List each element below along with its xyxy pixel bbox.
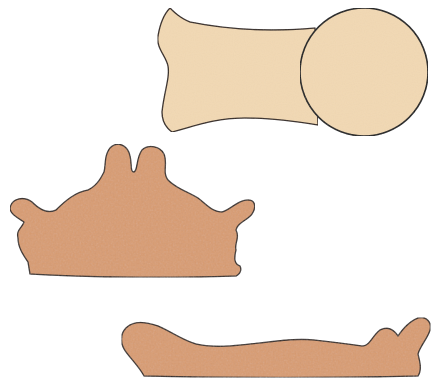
tan-base-piece	[122, 318, 431, 378]
light-wood-handle-piece	[158, 8, 318, 132]
light-wood-circle-piece	[300, 8, 428, 136]
tan-crown-piece	[10, 144, 255, 277]
